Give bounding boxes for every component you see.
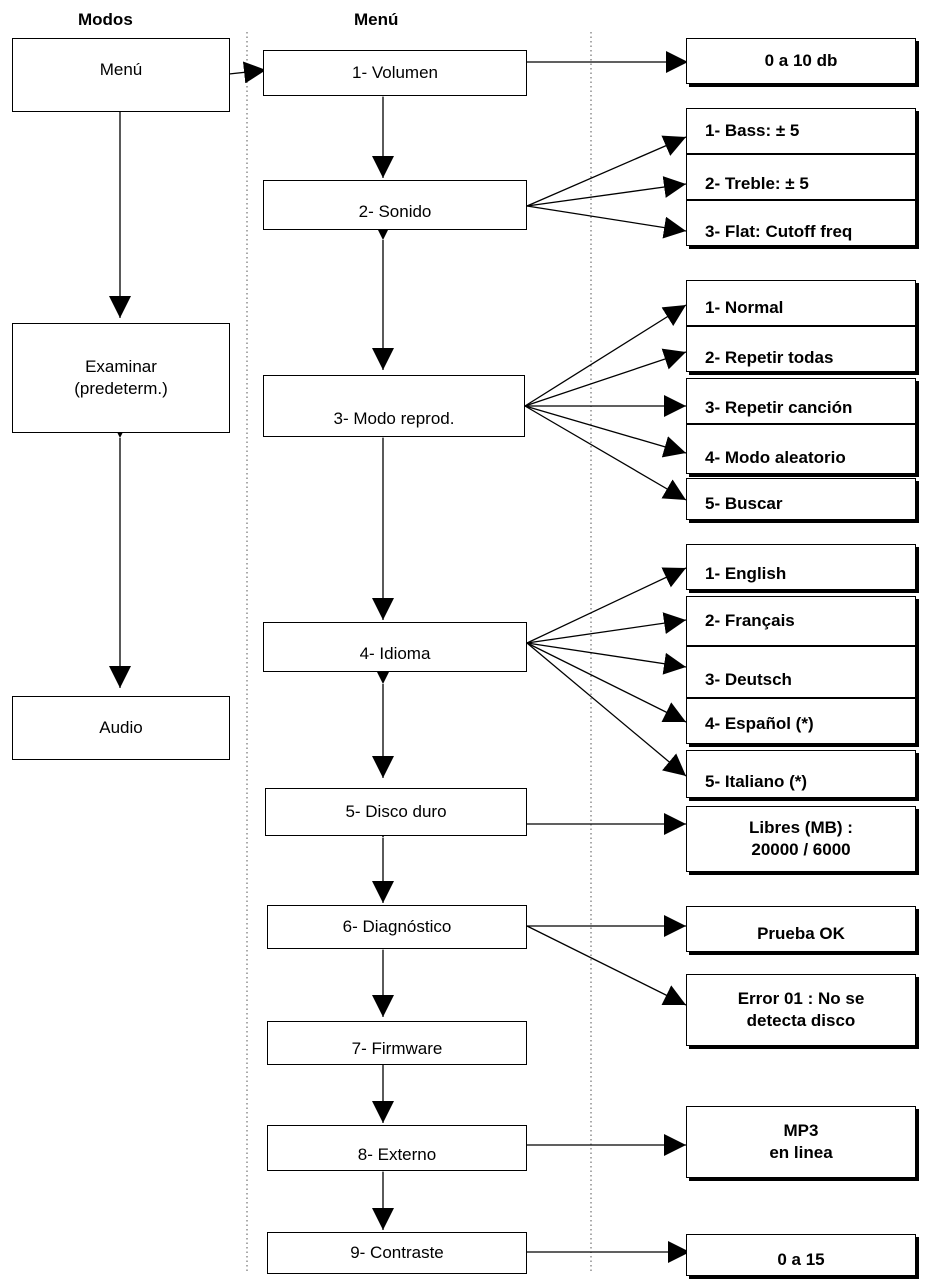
- menu-label-externo: 8- Externo: [357, 1144, 437, 1164]
- option-label-espanol: 4- Español (*): [705, 713, 814, 733]
- option-box-treble[interactable]: 2- Treble: ± 5: [686, 154, 916, 200]
- option-label-buscar: 5- Buscar: [705, 493, 783, 513]
- arrow-modo-aleatorio: [524, 405, 687, 458]
- menu-label-diagnostico: 6- Diagnóstico: [342, 916, 452, 936]
- arrow-diag-error: [526, 925, 687, 1006]
- mode-box-menu[interactable]: Menú: [12, 38, 230, 112]
- option-box-flat[interactable]: 3- Flat: Cutoff freq: [686, 200, 916, 246]
- option-label-francais: 2- Français: [705, 610, 795, 630]
- option-label-normal: 1- Normal: [705, 297, 784, 317]
- option-label-repetir-todas: 2- Repetir todas: [705, 347, 834, 367]
- mode-label-audio: Audio: [99, 717, 143, 737]
- menu-box-contraste[interactable]: 9- Contraste: [267, 1232, 527, 1274]
- header-menu: Menú: [354, 10, 399, 29]
- option-label-repetir-cancion: 3- Repetir canción: [705, 397, 853, 417]
- option-label-deutsch: 3- Deutsch: [705, 669, 792, 689]
- option-box-espanol[interactable]: 4- Español (*): [686, 698, 916, 744]
- arrow-idioma-espanol: [526, 642, 687, 723]
- menu-label-disco-duro: 5- Disco duro: [345, 801, 447, 821]
- arrow-modo-normal: [524, 304, 687, 407]
- menu-box-disco-duro[interactable]: 5- Disco duro: [265, 788, 527, 836]
- menu-label-contraste: 9- Contraste: [350, 1242, 444, 1262]
- arrow-idioma-italiano: [526, 642, 687, 777]
- header-modos: Modos: [78, 10, 133, 29]
- option-box-buscar[interactable]: 5- Buscar: [686, 478, 916, 520]
- option-box-contraste[interactable]: 0 a 15: [686, 1234, 916, 1276]
- option-label-prueba-ok: Prueba OK: [757, 923, 845, 943]
- option-label-english: 1- English: [705, 563, 787, 583]
- arrow-idioma-english: [526, 567, 687, 644]
- option-label-treble: 2- Treble: ± 5: [705, 173, 809, 193]
- option-box-prueba-ok[interactable]: Prueba OK: [686, 906, 916, 952]
- mode-label-menu: Menú: [99, 60, 143, 79]
- mode-box-examinar[interactable]: Examinar (predeterm.): [12, 323, 230, 433]
- arrow-modo-buscar: [524, 405, 687, 501]
- option-label-italiano: 5- Italiano (*): [705, 771, 808, 791]
- option-box-externo[interactable]: MP3 en linea: [686, 1106, 916, 1178]
- arrow-idioma-francais: [526, 612, 687, 644]
- menu-box-diagnostico[interactable]: 6- Diagnóstico: [267, 905, 527, 949]
- option-box-bass[interactable]: 1- Bass: ± 5: [686, 108, 916, 154]
- menu-label-modo-reprod: 3- Modo reprod.: [333, 408, 455, 428]
- arrow-idioma-deutsch: [526, 642, 687, 675]
- menu-label-volumen: 1- Volumen: [352, 62, 438, 82]
- menu-label-firmware: 7- Firmware: [351, 1038, 443, 1058]
- arrow-sonido-treble: [526, 176, 687, 207]
- option-box-deutsch[interactable]: 3- Deutsch: [686, 646, 916, 698]
- menu-box-volumen[interactable]: 1- Volumen: [263, 50, 527, 96]
- option-label-bass: 1- Bass: ± 5: [705, 120, 800, 140]
- menu-box-sonido[interactable]: 2- Sonido: [263, 180, 527, 230]
- menu-box-externo[interactable]: 8- Externo: [267, 1125, 527, 1171]
- option-box-english[interactable]: 1- English: [686, 544, 916, 590]
- menu-box-modo-reprod[interactable]: 3- Modo reprod.: [263, 375, 525, 437]
- arrow-menu-to-volumen: [228, 61, 267, 84]
- mode-label-examinar: Examinar (predeterm.): [74, 356, 168, 398]
- option-label-aleatorio: 4- Modo aleatorio: [705, 447, 846, 467]
- option-box-error[interactable]: Error 01 : No se detecta disco: [686, 974, 916, 1046]
- option-label-flat: 3- Flat: Cutoff freq: [705, 221, 853, 241]
- option-box-italiano[interactable]: 5- Italiano (*): [686, 750, 916, 798]
- option-box-repetir-todas[interactable]: 2- Repetir todas: [686, 326, 916, 372]
- option-box-francais[interactable]: 2- Français: [686, 596, 916, 646]
- option-label-volumen: 0 a 10 db: [764, 50, 838, 70]
- option-label-contraste: 0 a 15: [777, 1249, 825, 1269]
- option-label-error: Error 01 : No se detecta disco: [737, 988, 865, 1030]
- option-box-repetir-cancion[interactable]: 3- Repetir canción: [686, 378, 916, 424]
- arrow-sonido-bass: [526, 135, 687, 207]
- option-box-disco-duro[interactable]: Libres (MB) : 20000 / 6000: [686, 806, 916, 872]
- option-box-aleatorio[interactable]: 4- Modo aleatorio: [686, 424, 916, 474]
- option-box-volumen[interactable]: 0 a 10 db: [686, 38, 916, 84]
- option-box-normal[interactable]: 1- Normal: [686, 280, 916, 326]
- option-label-externo: MP3 en linea: [769, 1120, 833, 1162]
- arrow-sonido-flat: [526, 205, 687, 239]
- menu-label-idioma: 4- Idioma: [359, 643, 431, 663]
- menu-label-sonido: 2- Sonido: [358, 201, 432, 221]
- option-label-disco-duro: Libres (MB) : 20000 / 6000: [749, 817, 853, 859]
- mode-box-audio[interactable]: Audio: [12, 696, 230, 760]
- menu-box-idioma[interactable]: 4- Idioma: [263, 622, 527, 672]
- menu-box-firmware[interactable]: 7- Firmware: [267, 1021, 527, 1065]
- arrow-modo-repetir-todas: [524, 348, 687, 407]
